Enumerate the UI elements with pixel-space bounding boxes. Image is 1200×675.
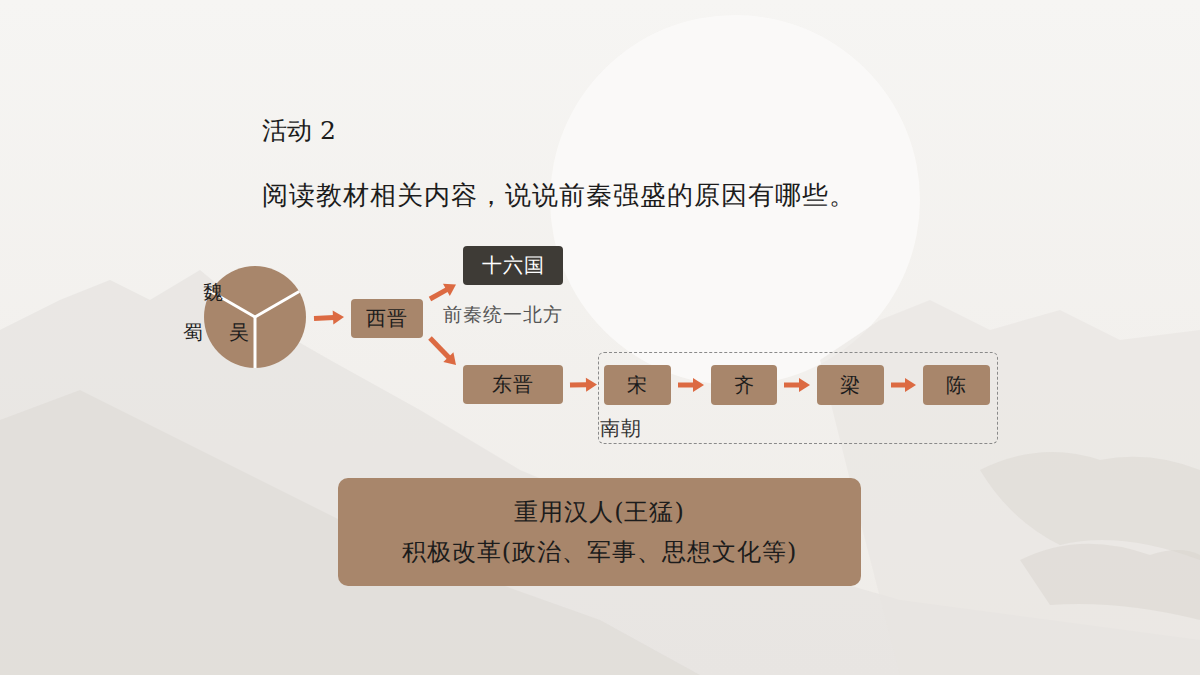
dynasty-box: 梁	[817, 365, 884, 405]
flow-arrow	[678, 378, 704, 392]
mountain	[820, 300, 1200, 675]
arrow-head	[333, 311, 344, 325]
dynasty-box: 齐	[711, 365, 777, 405]
arrow-head	[443, 284, 456, 296]
arrow-head	[905, 378, 916, 392]
circle-fill	[204, 266, 306, 368]
node-text: 十六国	[482, 252, 545, 279]
flow-arrow	[570, 378, 597, 392]
node-text: 重用汉人(王猛)	[514, 496, 685, 528]
arrow-shaft	[570, 382, 587, 387]
flow-arrow	[430, 338, 456, 365]
sector-divider	[254, 317, 257, 368]
node-text: 宋	[627, 372, 648, 399]
arrow-head	[799, 378, 810, 392]
node-text: 齐	[734, 372, 755, 399]
southern-dynasties-group: 宋 齐 梁 陈南朝	[598, 352, 998, 444]
reason-box: 重用汉人(王猛) 积极改革(政治、军事、思想文化等)	[338, 478, 861, 586]
activity-title: 活动 2	[262, 114, 336, 147]
dynasty-box: 宋	[604, 365, 671, 405]
three-kingdoms-circle: 魏蜀吴	[203, 265, 307, 369]
branch-note: 前秦统一北方	[443, 302, 563, 328]
dynasty-box-dark: 十六国	[463, 246, 563, 285]
arrow-shaft	[314, 317, 334, 318]
dynasty-box: 陈	[923, 365, 990, 405]
dynasty-box: 东晋	[463, 365, 563, 404]
state-name: 魏	[203, 279, 224, 306]
group-title: 南朝	[600, 415, 642, 442]
arrow-shaft	[430, 338, 449, 358]
flow-arrow	[430, 284, 456, 299]
flow-arrow	[784, 378, 810, 392]
node-text: 梁	[840, 372, 861, 399]
arrow-shaft	[430, 289, 447, 299]
state-name: 蜀	[183, 319, 204, 346]
pine-cloud	[1020, 544, 1200, 620]
node-text: 积极改革(政治、军事、思想文化等)	[402, 536, 798, 568]
sector-divider	[255, 292, 299, 318]
arrow-shaft	[784, 383, 800, 388]
state-name: 吴	[229, 319, 250, 346]
arrow-head	[693, 378, 704, 392]
node-text: 西晋	[366, 305, 408, 332]
node-text: 陈	[946, 372, 967, 399]
dynasty-box: 西晋	[351, 299, 423, 338]
question-text: 阅读教材相关内容，说说前秦强盛的原因有哪些。	[262, 178, 856, 213]
arrow-shaft	[678, 383, 694, 388]
arrow-shaft	[891, 383, 906, 388]
arrow-head	[443, 352, 456, 365]
node-text: 东晋	[492, 371, 534, 398]
arrow-head	[586, 378, 597, 392]
flow-arrow	[891, 378, 916, 392]
flow-arrow	[314, 311, 344, 325]
mountain	[0, 270, 1200, 675]
